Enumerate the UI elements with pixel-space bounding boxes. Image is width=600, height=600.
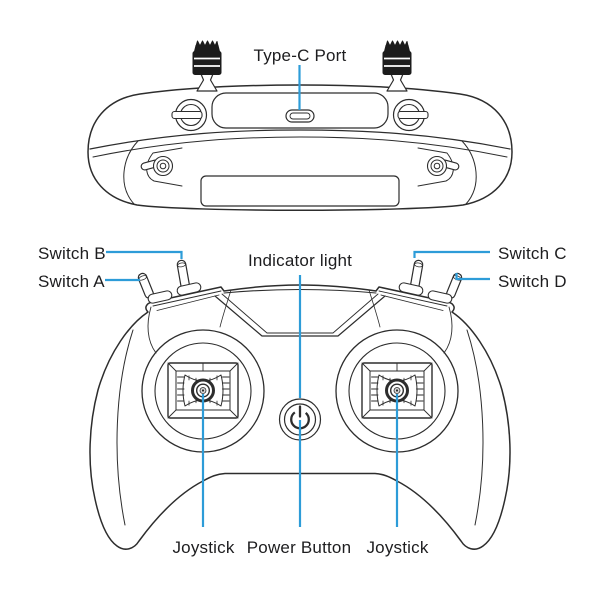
- shoulder-plate-lines: [152, 290, 448, 311]
- grip-seam-right: [466, 329, 484, 526]
- dial-right: [392, 98, 429, 132]
- top-grip-crease-right: [461, 140, 477, 205]
- indicator-light-label: Indicator light: [248, 251, 352, 270]
- facet-lines: [147, 289, 453, 354]
- grip-seam-left: [116, 329, 134, 526]
- switch-c-label: Switch C: [498, 244, 567, 263]
- joystick-right-label: Joystick: [366, 538, 428, 557]
- joystick-right: [335, 329, 459, 453]
- type-c-port: [285, 109, 315, 123]
- stick-storage-right: [417, 147, 460, 187]
- top-contour-line-2: [92, 136, 508, 158]
- front-view: [89, 259, 511, 550]
- switch-mounts: [147, 282, 453, 304]
- battery-door: [200, 175, 400, 207]
- antenna-right: [382, 40, 412, 92]
- top-grip-crease-left: [123, 140, 139, 205]
- switch-d-label: Switch D: [498, 272, 567, 291]
- top-view: [87, 40, 513, 211]
- stick-storage-left: [140, 147, 183, 187]
- antenna-left: [192, 40, 222, 92]
- switch-c-callout-line: [413, 250, 490, 258]
- type-c-port-label: Type-C Port: [254, 46, 347, 65]
- power-button-label: Power Button: [247, 538, 351, 557]
- dial-left: [171, 98, 208, 132]
- top-contour-line-1: [89, 129, 511, 150]
- switch-d-callout-line: [455, 273, 490, 281]
- switch-b-callout-line: [106, 250, 183, 259]
- switch-b-label: Switch B: [38, 244, 106, 263]
- callout-lines: [105, 65, 490, 527]
- joystick-left: [141, 329, 265, 453]
- switch-a-label: Switch A: [38, 272, 105, 291]
- labels: Type-C Port Switch B Switch A Switch C S…: [38, 46, 567, 557]
- joystick-left-label: Joystick: [172, 538, 234, 557]
